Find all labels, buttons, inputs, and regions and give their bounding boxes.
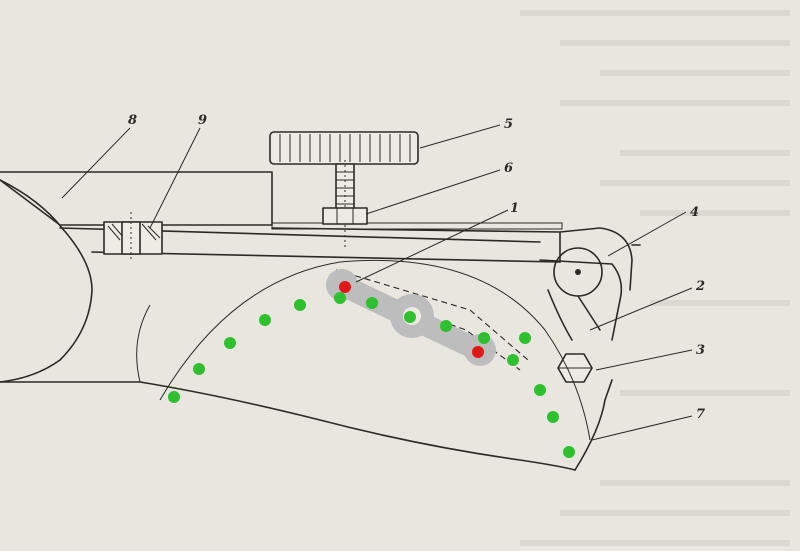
housing-outline — [0, 171, 641, 471]
thumb-screw — [269, 131, 419, 250]
hex-screw — [557, 353, 593, 383]
trajectory-point — [534, 384, 546, 396]
trajectory-point — [563, 446, 575, 458]
trajectory-point — [334, 292, 346, 304]
bushing — [103, 212, 163, 262]
callout-labels: 8 9 5 6 1 4 2 3 7 — [128, 113, 705, 422]
trajectory-point — [519, 332, 531, 344]
callout-leaders — [61, 124, 693, 441]
top-plate — [271, 222, 563, 233]
trajectory-point — [224, 337, 236, 349]
trajectory-markers — [168, 292, 575, 458]
callout-3: 3 — [696, 343, 705, 358]
trajectory-point — [547, 411, 559, 423]
trajectory-point — [366, 297, 378, 309]
trajectory-point — [259, 314, 271, 326]
callout-4: 4 — [690, 205, 699, 220]
trajectory-point — [440, 320, 452, 332]
callout-1: 1 — [510, 201, 519, 216]
pivot-point — [472, 346, 484, 358]
trajectory-point — [404, 311, 416, 323]
trajectory-point — [294, 299, 306, 311]
lock-nut — [322, 207, 368, 225]
lever-bracket — [539, 247, 623, 341]
pivot-point — [339, 281, 351, 293]
callout-5: 5 — [504, 117, 513, 132]
callout-7: 7 — [696, 407, 705, 422]
arc-guide — [159, 259, 591, 441]
callout-6: 6 — [504, 161, 513, 176]
callout-2: 2 — [695, 279, 705, 294]
callout-9: 9 — [198, 113, 207, 128]
callout-8: 8 — [128, 113, 137, 128]
background-texture — [520, 10, 790, 546]
trajectory-point — [193, 363, 205, 375]
trajectory-point — [507, 354, 519, 366]
trajectory-point — [168, 391, 180, 403]
trajectory-point — [478, 332, 490, 344]
pivot-markers — [339, 281, 484, 358]
